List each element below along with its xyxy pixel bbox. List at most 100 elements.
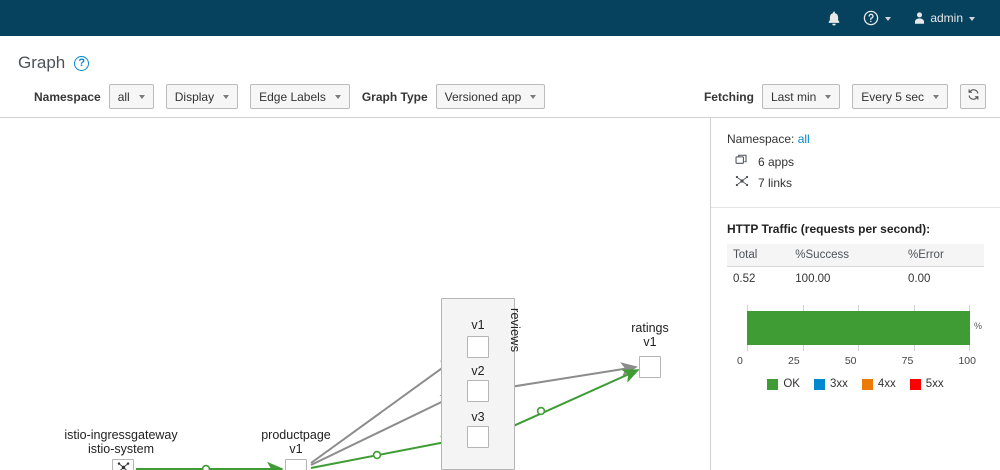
traffic-section: HTTP Traffic (requests per second): Tota… <box>711 208 1000 390</box>
edge-labels-dropdown-label: Edge Labels <box>259 89 326 104</box>
namespace-dropdown-value: all <box>117 89 130 104</box>
node-label-ingress-line1: istio-ingressgateway <box>64 428 178 442</box>
cell-total: 0.52 <box>733 273 756 285</box>
chevron-down-icon <box>825 95 832 99</box>
node-istio-ingressgateway[interactable] <box>112 459 134 470</box>
duration-dropdown-value: Last min <box>770 89 817 104</box>
node-reviews-v3[interactable] <box>467 426 489 448</box>
legend-swatch-ok <box>767 378 779 390</box>
legend-item-3xx[interactable]: 3xx <box>813 378 848 390</box>
refresh-button[interactable] <box>960 84 986 109</box>
user-icon <box>913 11 926 25</box>
table-row: 0.52 100.00 0.00 <box>727 267 984 292</box>
traffic-heading: HTTP Traffic (requests per second): <box>727 222 931 236</box>
summary-namespace-label: Namespace: <box>727 132 795 146</box>
fetching-label: Fetching <box>703 89 754 104</box>
notifications-button[interactable] <box>816 0 852 36</box>
chart-plot-area: % <box>747 305 982 351</box>
apps-count-label: 6 apps <box>758 154 795 169</box>
cell-success: 100.00 <box>795 273 831 285</box>
chart-legend: OK 3xx 4xx 5xx <box>733 378 978 390</box>
node-productpage[interactable] <box>285 459 307 470</box>
refresh-icon <box>967 88 980 106</box>
node-label-productpage-line2: v1 <box>289 442 303 456</box>
legend-label-5xx: 5xx <box>925 378 944 390</box>
apps-icon <box>735 153 749 170</box>
x-tick-4: 100 <box>958 355 976 367</box>
group-reviews-label: reviews <box>508 308 523 353</box>
page-header: Graph ? <box>0 36 1000 76</box>
x-tick-3: 75 <box>901 355 914 367</box>
node-label-productpage-line1: productpage <box>261 428 331 442</box>
page-title: Graph <box>18 53 66 72</box>
bar-segment-ok <box>747 311 970 345</box>
graph-toolbar: Namespace all Display Edge Labels Graph … <box>0 76 1000 118</box>
column-header-success: %Success <box>789 244 902 267</box>
node-label-ingress-line2: istio-system <box>88 442 154 456</box>
legend-swatch-4xx <box>861 378 873 390</box>
legend-swatch-5xx <box>909 378 921 390</box>
links-stat: 7 links <box>735 174 984 191</box>
node-label-productpage: productpage v1 <box>236 428 356 456</box>
x-tick-0: 0 <box>737 355 743 367</box>
summary-namespace-link[interactable]: all <box>797 132 810 146</box>
legend-item-5xx[interactable]: 5xx <box>909 378 944 390</box>
page-help-icon[interactable]: ? <box>74 55 90 71</box>
traffic-table-header-row: Total %Success %Error <box>727 244 984 267</box>
graph-edges <box>136 356 640 470</box>
summary-namespace: Namespace: all <box>727 132 984 146</box>
chevron-down-icon <box>933 95 939 99</box>
summary-panel: Namespace: all 6 apps <box>710 118 1000 470</box>
chart-unit-label: % <box>973 321 982 331</box>
node-label-ingress: istio-ingressgateway istio-system <box>43 428 199 456</box>
refresh-interval-dropdown[interactable]: Every 5 sec <box>852 84 948 109</box>
graph-type-dropdown-value: Versioned app <box>444 89 522 104</box>
chevron-down-icon <box>885 17 892 21</box>
legend-swatch-3xx <box>813 378 825 390</box>
namespace-dropdown[interactable]: all <box>108 84 154 109</box>
traffic-chart: % 0 25 50 75 100 OK 3xx <box>733 305 982 390</box>
node-label-reviews-v1: v1 <box>471 318 485 332</box>
chevron-down-icon <box>223 95 230 99</box>
chevron-down-icon <box>530 95 537 99</box>
chevron-down-icon <box>334 95 341 99</box>
node-label-ratings: ratings v1 <box>600 321 700 349</box>
bell-icon <box>827 11 841 26</box>
user-menu-button[interactable]: admin <box>902 0 986 36</box>
graph-type-dropdown[interactable]: Versioned app <box>435 84 546 109</box>
legend-label-3xx: 3xx <box>829 378 848 390</box>
apps-stat: 6 apps <box>735 153 984 170</box>
node-label-ratings-line2: v1 <box>643 335 657 349</box>
display-dropdown-label: Display <box>174 89 215 104</box>
node-ratings[interactable] <box>639 356 661 378</box>
namespace-label: Namespace <box>34 89 101 104</box>
node-reviews-v1[interactable] <box>467 336 489 358</box>
refresh-interval-dropdown-value: Every 5 sec <box>861 89 924 104</box>
help-menu-button[interactable] <box>852 0 902 36</box>
column-header-error: %Error <box>902 244 984 267</box>
duration-dropdown[interactable]: Last min <box>761 84 841 109</box>
graph-canvas[interactable]: reviews istio-ingressgateway istio-syste… <box>0 118 710 470</box>
edge-labels-dropdown[interactable]: Edge Labels <box>250 84 350 109</box>
legend-item-4xx[interactable]: 4xx <box>861 378 896 390</box>
chart-x-axis-ticks: 0 25 50 75 100 <box>737 355 976 367</box>
top-navbar: admin <box>0 0 1000 36</box>
display-dropdown[interactable]: Display <box>165 84 239 109</box>
cell-error: 0.00 <box>908 273 931 285</box>
x-tick-2: 50 <box>844 355 857 367</box>
legend-label-ok: OK <box>783 378 800 390</box>
page-body: reviews istio-ingressgateway istio-syste… <box>0 118 1000 470</box>
links-count-label: 7 links <box>758 175 793 190</box>
help-circle-icon <box>863 10 879 26</box>
legend-item-ok[interactable]: OK <box>767 378 800 390</box>
node-label-reviews-v3: v3 <box>471 410 485 424</box>
user-name-label: admin <box>930 11 963 25</box>
graph-type-label: Graph Type <box>361 89 428 104</box>
node-reviews-v2[interactable] <box>467 380 489 402</box>
links-icon <box>735 174 749 191</box>
chevron-down-icon <box>138 95 145 99</box>
node-label-reviews-v2: v2 <box>471 364 485 378</box>
column-header-total: Total <box>727 244 790 267</box>
mesh-gateway-icon <box>117 461 130 470</box>
x-tick-1: 25 <box>787 355 800 367</box>
